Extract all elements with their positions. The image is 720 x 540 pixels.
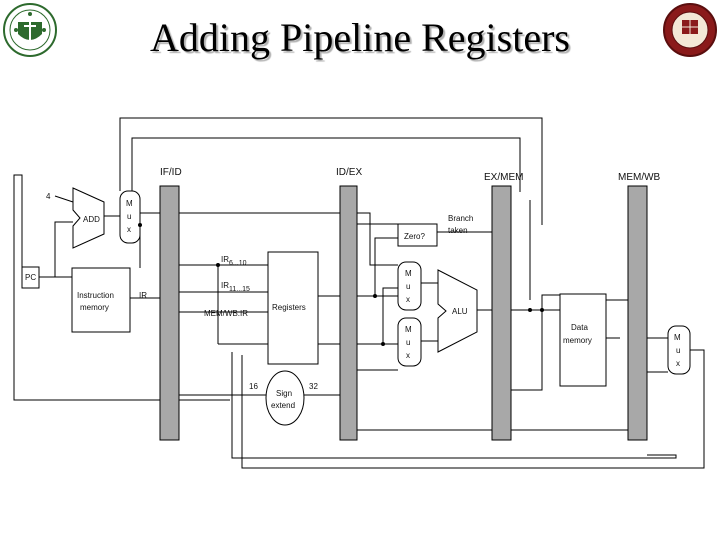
- constant-four: 4: [46, 192, 51, 201]
- sign-extend: [265, 370, 305, 426]
- pc-mux: [119, 190, 141, 244]
- pc-box: [21, 266, 40, 289]
- left-logo: [3, 3, 57, 57]
- alu-mux-top-letter-1: M: [405, 269, 412, 278]
- instruction-memory-label-1: Instruction: [77, 291, 114, 300]
- sign-extend-label-2: extend: [271, 401, 295, 410]
- label-if-id: IF/ID: [160, 167, 182, 178]
- alu-mux-bottom-letter-1: M: [405, 325, 412, 334]
- bits-32: 32: [309, 382, 318, 391]
- pc-label: PC: [25, 273, 36, 282]
- alu-mux-bottom-letter-3: x: [406, 351, 410, 360]
- data-memory: [559, 293, 607, 387]
- alu-mux-bottom-letter-2: u: [406, 338, 410, 347]
- data-memory-label-2: memory: [563, 336, 592, 345]
- alu-mux-bottom: [397, 317, 422, 367]
- right-logo-year: 1851: [683, 42, 697, 48]
- registers-block: [267, 251, 319, 365]
- alu-label: ALU: [452, 307, 468, 316]
- instruction-memory-label-2: memory: [80, 303, 109, 312]
- pc-mux-letter-3: x: [127, 225, 131, 234]
- zero-check: [397, 223, 438, 247]
- pipeline-register-ex-mem: [491, 185, 512, 441]
- pipeline-register-bars: [159, 185, 648, 441]
- mem-wb-ir-label: MEM/WB.IR: [204, 309, 248, 318]
- wb-mux: [667, 325, 691, 375]
- ir-field-1-name: IR: [221, 255, 229, 264]
- ir-field-2-sub: 11...15: [229, 286, 250, 293]
- pc-mux-letter-2: u: [127, 212, 131, 221]
- ir-field-2: IR11...15: [221, 281, 250, 293]
- ir-field-1: IR6...10: [221, 255, 247, 267]
- branch-taken-label-1: Branch: [448, 214, 473, 223]
- alu-mux-top-letter-3: x: [406, 295, 410, 304]
- right-logo: 1851: [663, 3, 717, 57]
- data-memory-label-1: Data: [571, 323, 588, 332]
- wb-mux-letter-1: M: [674, 333, 681, 342]
- adder-shape: [72, 187, 105, 249]
- adder-label: ADD: [83, 215, 100, 224]
- label-mem-wb: MEM/WB: [618, 172, 661, 183]
- wb-mux-letter-3: x: [676, 359, 680, 368]
- alu-shape: [437, 269, 478, 353]
- label-ex-mem: EX/MEM: [484, 172, 523, 183]
- branch-taken-label-2: taken: [448, 226, 468, 235]
- ir-field-2-name: IR: [221, 281, 229, 290]
- alu-mux-top-letter-2: u: [406, 282, 410, 291]
- slide-title: Adding Pipeline Registers: [150, 15, 570, 60]
- bits-16: 16: [249, 382, 258, 391]
- pipeline-register-if-id: [159, 185, 180, 441]
- label-id-ex: ID/EX: [336, 167, 362, 178]
- pipeline-register-id-ex: [339, 185, 358, 441]
- pipeline-register-mem-wb: [627, 185, 648, 441]
- instruction-memory: [71, 267, 131, 333]
- alu-mux-top: [397, 261, 422, 311]
- pc-mux-letter-1: M: [126, 199, 133, 208]
- sign-extend-label-1: Sign: [276, 389, 292, 398]
- wb-mux-letter-2: u: [676, 346, 680, 355]
- registers-label: Registers: [272, 303, 306, 312]
- ir-field-1-sub: 6...10: [229, 260, 247, 267]
- zero-label: Zero?: [404, 232, 425, 241]
- ir-label: IR: [139, 291, 147, 300]
